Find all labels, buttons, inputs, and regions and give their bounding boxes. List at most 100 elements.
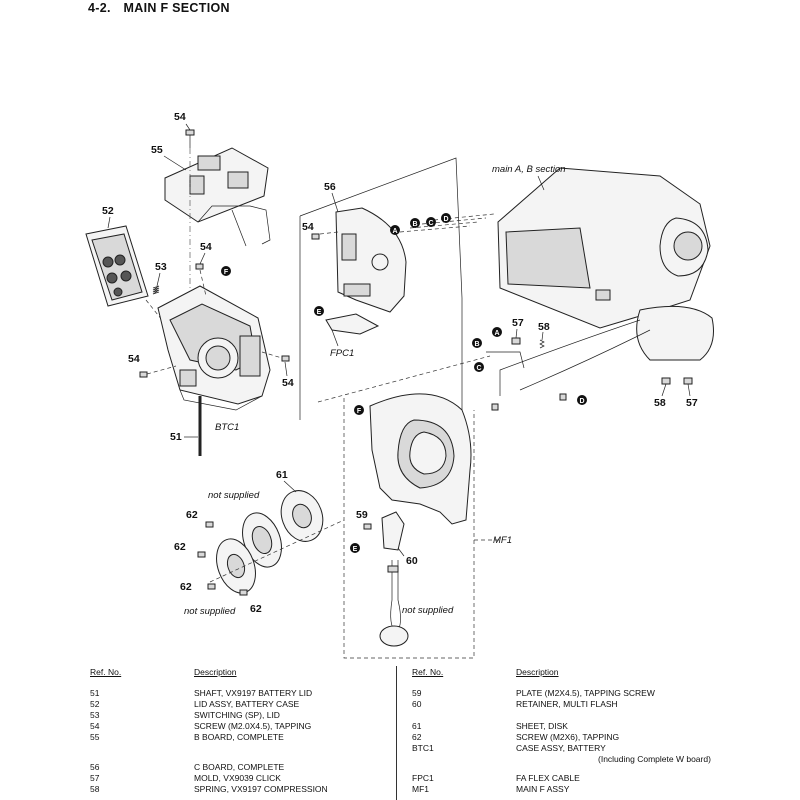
section-heading: 4-2. MAIN F SECTION bbox=[88, 1, 239, 15]
ref-marker-c-right: C bbox=[474, 362, 484, 372]
callout-62-a: 62 bbox=[186, 509, 198, 521]
callout-56: 56 bbox=[324, 181, 336, 193]
screw-62-b bbox=[197, 551, 206, 558]
svg-text:B: B bbox=[474, 341, 479, 348]
section-number: 4-2. bbox=[88, 1, 111, 15]
ref-marker-e-top: E bbox=[314, 306, 324, 316]
label-btc1: BTC1 bbox=[215, 422, 239, 433]
screw-54-right bbox=[261, 351, 290, 362]
mf1-main-f-assy bbox=[369, 393, 472, 525]
svg-text:A: A bbox=[494, 330, 499, 337]
column-header-ref-no: Ref. No. bbox=[412, 667, 444, 677]
mold-57-bottom bbox=[683, 377, 693, 385]
ref-marker-d-top: D bbox=[441, 213, 451, 223]
column-header-ref-no: Ref. No. bbox=[90, 667, 122, 677]
callout-62-d: 62 bbox=[250, 603, 262, 615]
screw-54-cboard bbox=[311, 233, 320, 240]
label-main-ab-section: main A, B section bbox=[492, 164, 566, 175]
callout-53: 53 bbox=[155, 261, 167, 273]
callout-62-c: 62 bbox=[180, 581, 192, 593]
screw-62-a bbox=[205, 521, 214, 528]
mold-57-top bbox=[511, 337, 521, 345]
ref-marker-a-top: A bbox=[390, 225, 400, 235]
callout-54-right: 54 bbox=[282, 377, 294, 389]
disk-not-supplied-upper bbox=[242, 512, 282, 568]
ref-marker-b-right: B bbox=[472, 338, 482, 348]
callout-58-bottom: 58 bbox=[654, 397, 666, 409]
callout-55: 55 bbox=[151, 144, 163, 156]
screw-54-mid bbox=[195, 263, 207, 297]
label-not-supplied-2: not supplied bbox=[184, 606, 236, 617]
sheet-disk-61 bbox=[280, 490, 324, 542]
svg-text:D: D bbox=[443, 216, 448, 223]
battery-case-btc1 bbox=[157, 285, 271, 411]
svg-text:F: F bbox=[224, 269, 229, 276]
callout-57-top: 57 bbox=[512, 317, 524, 329]
label-mf1: MF1 bbox=[493, 535, 512, 546]
spring-58-top bbox=[539, 339, 545, 349]
svg-text:D: D bbox=[579, 398, 584, 405]
c-board-part bbox=[319, 207, 407, 313]
ref-marker-f-mf1: F bbox=[354, 405, 364, 415]
callout-52: 52 bbox=[102, 205, 114, 217]
column-header-description: Description bbox=[516, 667, 559, 677]
table-divider bbox=[396, 666, 397, 800]
callout-54-left: 54 bbox=[128, 353, 140, 365]
callout-54-top: 54 bbox=[174, 111, 186, 123]
battery-lid-part bbox=[85, 225, 149, 307]
ref-marker-d-right: D bbox=[577, 395, 587, 405]
svg-text:C: C bbox=[428, 220, 433, 227]
btc1-note: (Including Complete W board) bbox=[598, 754, 711, 764]
callout-60: 60 bbox=[406, 555, 418, 567]
plate-59 bbox=[363, 523, 372, 530]
svg-text:E: E bbox=[317, 309, 322, 316]
ref-marker-f-top: F bbox=[221, 266, 231, 276]
screw-54-left bbox=[139, 365, 177, 378]
spring-58-bottom bbox=[661, 377, 671, 385]
label-not-supplied-1: not supplied bbox=[208, 490, 260, 501]
ref-marker-b-top: B bbox=[410, 218, 420, 228]
callout-58-top: 58 bbox=[538, 321, 550, 333]
section-title: MAIN F SECTION bbox=[123, 1, 230, 15]
main-ab-section-body bbox=[497, 167, 714, 361]
callout-59: 59 bbox=[356, 509, 368, 521]
spring-53 bbox=[152, 285, 160, 295]
callout-51: 51 bbox=[170, 431, 182, 443]
callout-61: 61 bbox=[276, 469, 288, 481]
ref-marker-e-mf1: E bbox=[350, 543, 360, 553]
screw-62-d bbox=[239, 589, 248, 596]
callout-54-mid: 54 bbox=[200, 241, 212, 253]
svg-text:A: A bbox=[392, 228, 397, 235]
fpc1-cable bbox=[325, 313, 380, 347]
callout-57-bottom: 57 bbox=[686, 397, 698, 409]
callout-62-b: 62 bbox=[174, 541, 186, 553]
retainer-60 bbox=[381, 511, 405, 551]
label-not-supplied-3: not supplied bbox=[402, 605, 454, 616]
svg-text:C: C bbox=[476, 365, 481, 372]
svg-text:B: B bbox=[412, 221, 417, 228]
screw-62-c bbox=[207, 583, 216, 590]
column-header-description: Description bbox=[194, 667, 237, 677]
ref-marker-a-right: A bbox=[492, 327, 502, 337]
exploded-view-diagram: A B C D E F A B C D F E 54 55 52 53 54 5… bbox=[85, 111, 714, 659]
svg-text:F: F bbox=[357, 408, 362, 415]
callout-54-cboard: 54 bbox=[302, 221, 314, 233]
svg-text:E: E bbox=[353, 546, 358, 553]
ref-marker-c-top: C bbox=[426, 217, 436, 227]
